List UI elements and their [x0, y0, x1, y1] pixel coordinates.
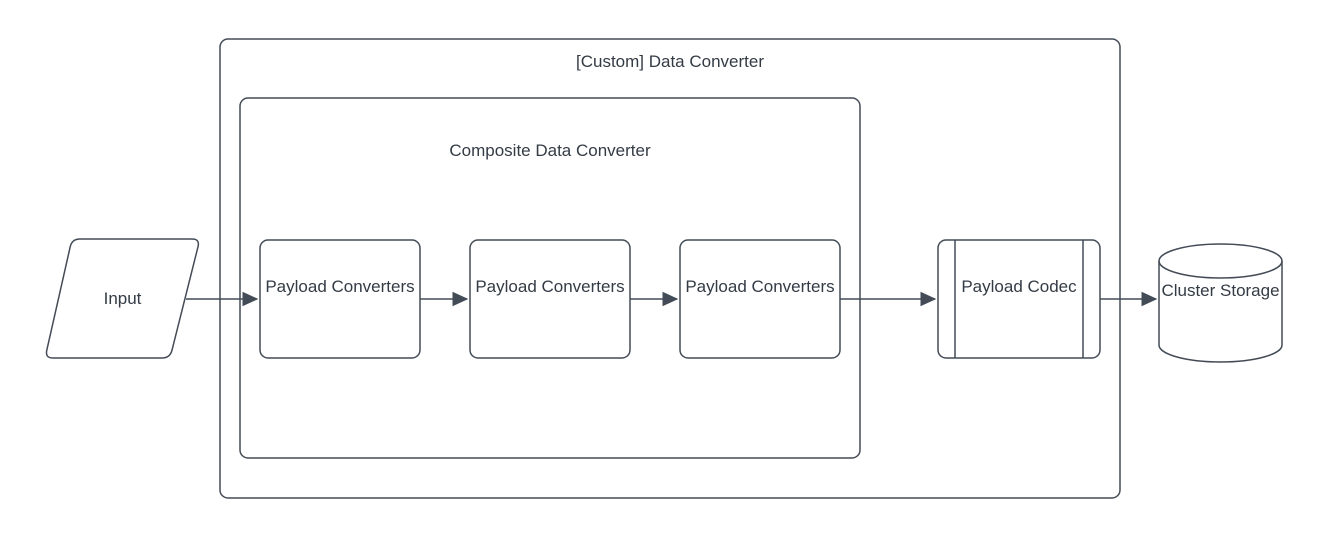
payload-converters-3-shape	[679, 239, 841, 359]
payload-codec-label: Payload Codec	[961, 277, 1077, 296]
cluster-storage-label: Cluster Storage	[1161, 281, 1280, 300]
payload-converters-3-label: Payload Converters	[685, 277, 835, 296]
composite-data-converter-title: Composite Data Converter	[449, 141, 651, 160]
cluster-storage-cylinder-body	[1158, 261, 1283, 363]
cluster-storage-cylinder-top	[1158, 243, 1283, 279]
input-parallelogram-shape	[45, 238, 200, 359]
payload-converters-2-label: Payload Converters	[475, 277, 625, 296]
custom-data-converter-title: [Custom] Data Converter	[575, 52, 764, 71]
payload-converters-1-shape	[259, 239, 421, 359]
payload-converters-1-label: Payload Converters	[265, 277, 415, 296]
input-node-label: Input	[103, 289, 142, 308]
payload-converters-2-shape	[469, 239, 631, 359]
composite-data-converter-container-border	[239, 97, 861, 459]
payload-codec-shape	[937, 239, 1101, 359]
custom-data-converter-container-border	[219, 38, 1121, 499]
